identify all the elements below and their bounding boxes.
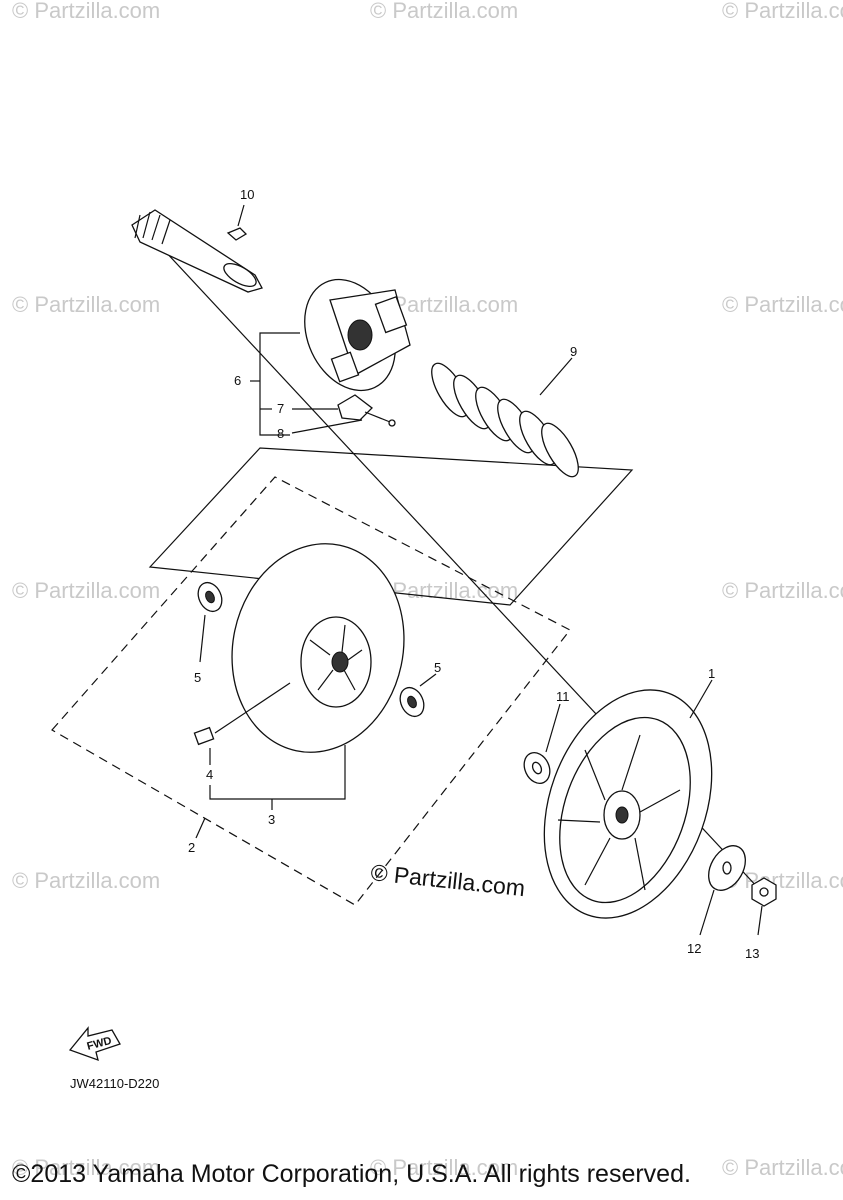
cam-part [304, 278, 411, 392]
diagram-code: JW42110-D220 [70, 1076, 160, 1091]
spring-part [431, 362, 579, 478]
leader-line [757, 905, 763, 936]
leader-line [199, 614, 206, 663]
watermark-text: © Partzilla.com [12, 868, 160, 893]
callout-bracket-6 [250, 332, 363, 436]
leader-line [545, 703, 561, 753]
watermark-text: © Partzilla.com [12, 1155, 160, 1180]
watermark-text: © Partzilla.com [722, 1155, 843, 1180]
leader-line [419, 673, 437, 687]
fixed-sheave-part [543, 689, 713, 919]
leader-line [539, 357, 573, 396]
slider-part [337, 394, 373, 421]
callout-13: 13 [745, 946, 759, 961]
forward-arrow-icon: FWD [68, 1026, 121, 1062]
callout-5a: 5 [194, 670, 201, 685]
callout-9: 9 [570, 344, 577, 359]
watermark-text: © Partzilla.com [12, 578, 160, 603]
watermark-layer: © Partzilla.com © Partzilla.com © Partzi… [12, 0, 843, 1180]
callout-11: 11 [556, 689, 570, 704]
copyright-notice: ©2013 Yamaha Motor Corporation, U.S.A. A… [12, 1160, 691, 1188]
woodruff-key-part [226, 227, 248, 241]
screw-part [364, 411, 391, 423]
callout-bracket-3 [209, 745, 346, 800]
callout-3: 3 [268, 812, 275, 827]
watermark-text: © Partzilla.com [370, 0, 518, 23]
callout-2: 2 [188, 840, 195, 855]
leader-line [699, 889, 715, 936]
screw-head [388, 419, 396, 427]
callout-10: 10 [240, 187, 254, 202]
watermark-text: © Partzilla.com [722, 578, 843, 603]
callout-5b: 5 [434, 660, 441, 675]
shaft-part [131, 209, 263, 293]
watermark-text: © Partzilla.com [722, 292, 843, 317]
leader-line [195, 817, 206, 839]
callout-7: 7 [277, 401, 284, 416]
sliding-sheave-part [231, 543, 405, 753]
oil-seal-bore [205, 590, 215, 604]
watermark-text: © Partzilla.com [722, 0, 843, 23]
leader-line [237, 204, 245, 227]
callout-8: 8 [277, 426, 284, 441]
callout-1: 1 [708, 666, 715, 681]
watermark-text: © Partzilla.com [12, 0, 160, 23]
nut-bore [759, 887, 769, 897]
center-watermark: © Partzilla.com [369, 859, 526, 901]
grease-nipple-part [193, 682, 291, 746]
callout-4: 4 [206, 767, 213, 782]
washer-bore [531, 761, 543, 775]
large-washer-bore [722, 861, 732, 875]
callout-12: 12 [687, 941, 701, 956]
watermark-text: © Partzilla.com [12, 292, 160, 317]
leader-line [689, 679, 713, 719]
callout-6: 6 [234, 373, 241, 388]
watermark-text: © Partzilla.com [370, 1155, 518, 1180]
oil-seal-bore [407, 695, 417, 709]
